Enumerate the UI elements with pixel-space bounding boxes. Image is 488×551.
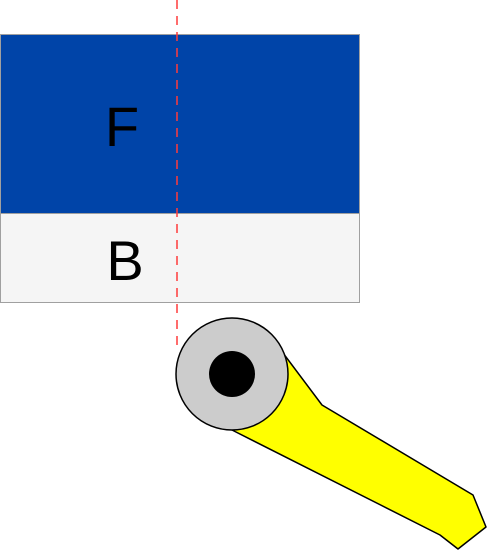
wrench-arm-icon — [231, 352, 487, 550]
panel-back-label: B — [106, 229, 143, 292]
panel-back — [0, 213, 360, 303]
panel-front — [0, 34, 360, 214]
pivot-hole-icon — [209, 351, 255, 397]
panel-front-label: F — [105, 95, 139, 158]
